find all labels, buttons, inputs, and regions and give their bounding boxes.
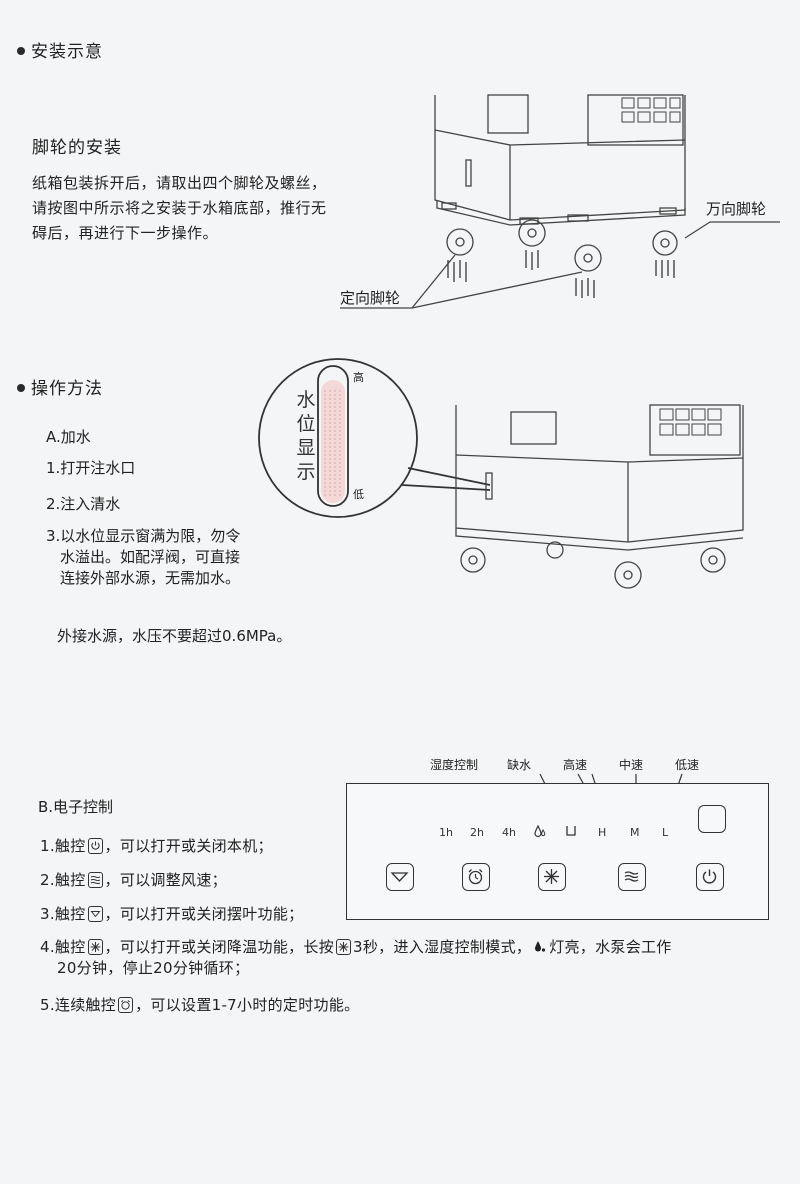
- snowflake-icon: [336, 939, 352, 955]
- control-line-1: 1.触控 ，可以打开或关闭本机；: [40, 835, 273, 856]
- indicator-1h: 1h: [439, 826, 453, 839]
- indicator-l: L: [662, 826, 669, 839]
- control-line-2: 2.触控 ，可以调整风速；: [40, 869, 227, 890]
- label-mid-speed: 中速: [619, 758, 644, 772]
- install-heading: 安装示意: [31, 42, 103, 62]
- control-line-text: 3秒，进入湿度控制模式，: [353, 938, 532, 956]
- control-line-5: 5.连续触控 ，可以设置1-7小时的定时功能。: [40, 994, 359, 1015]
- label-high-speed: 高速: [563, 758, 588, 772]
- control-line-text: 3.触控: [40, 905, 86, 923]
- step-3-line: 3.以水位显示窗满为限，勿令: [46, 527, 241, 545]
- bullet-icon: [17, 384, 25, 392]
- alarm-clock-icon: [468, 869, 483, 885]
- control-panel: [346, 783, 769, 920]
- gauge-title-char: 位: [296, 413, 316, 435]
- cooling-button[interactable]: [538, 863, 566, 891]
- add-water-title: A.加水: [46, 428, 91, 446]
- bullet-icon: [17, 47, 25, 55]
- install-paragraph-line: 碍后，再进行下一步操作。: [32, 224, 219, 242]
- swing-icon: [87, 906, 103, 922]
- control-line-text: 1.触控: [40, 837, 86, 855]
- indicator-4h: 4h: [502, 826, 516, 839]
- operation-heading: 操作方法: [31, 379, 103, 399]
- electronic-control-title: B.电子控制: [38, 798, 114, 816]
- control-line-text: ，可以打开或关闭摆叶功能；: [104, 905, 304, 923]
- gauge-low-label: 低: [353, 488, 364, 501]
- control-line-text: 灯亮，水泵会工作: [549, 938, 672, 956]
- humidity-drop-icon: [535, 941, 546, 952]
- wind-speed-button[interactable]: [618, 863, 646, 891]
- water-pressure-note: 外接水源，水压不要超过0.6MPa。: [57, 627, 292, 645]
- control-line-text: ，可以打开或关闭降温功能，长按: [104, 938, 335, 956]
- swing-button[interactable]: [386, 863, 414, 891]
- alarm-clock-icon: [118, 997, 134, 1013]
- power-icon: [702, 869, 717, 884]
- indicator-2h: 2h: [470, 826, 484, 839]
- snowflake-icon: [544, 869, 559, 884]
- humidity-drop-icon: [534, 824, 546, 838]
- label-humidity-control: 湿度控制: [430, 758, 479, 772]
- control-line-text: ，可以打开或关闭本机；: [104, 837, 273, 855]
- power-icon: [87, 838, 103, 854]
- install-heading-row: 安装示意: [17, 37, 103, 62]
- water-level-gauge-illustration: [258, 358, 744, 589]
- receiver-window: [698, 805, 726, 833]
- step-2: 2.注入清水: [46, 495, 121, 513]
- control-line-text: ，可以设置1-7小时的定时功能。: [135, 996, 360, 1014]
- universal-caster-label: 万向脚轮: [706, 200, 767, 218]
- gauge-title-char: 水: [296, 389, 316, 411]
- control-line-3: 3.触控 ，可以打开或关闭摆叶功能；: [40, 903, 303, 924]
- step-3-line: 连接外部水源，无需加水。: [60, 569, 241, 587]
- lack-water-icon: [566, 826, 576, 836]
- wind-waves-icon: [624, 871, 639, 882]
- control-line-text: ，可以调整风速；: [104, 871, 227, 889]
- control-line-text: 5.连续触控: [40, 996, 117, 1014]
- operation-heading-row: 操作方法: [17, 374, 103, 399]
- indicator-h: H: [598, 826, 607, 839]
- indicator-m: M: [630, 826, 640, 839]
- swing-icon: [390, 872, 409, 882]
- fixed-caster-label: 定向脚轮: [340, 289, 401, 307]
- gauge-high-label: 高: [353, 371, 364, 384]
- snowflake-icon: [87, 939, 103, 955]
- install-paragraph: 纸箱包装拆开后，请取出四个脚轮及螺丝， 请按图中所示将之安装于水箱底部，推行无 …: [32, 171, 412, 246]
- timer-button[interactable]: [462, 863, 490, 891]
- gauge-title-char: 显: [296, 437, 316, 459]
- gauge-title-char: 示: [296, 461, 316, 483]
- install-sub-heading: 脚轮的安装: [32, 138, 122, 158]
- step-3: 3.以水位显示窗满为限，勿令 水溢出。如配浮阀，可直接 连接外部水源，无需加水。: [46, 526, 240, 589]
- install-paragraph-line: 请按图中所示将之安装于水箱底部，推行无: [32, 199, 327, 217]
- label-low-speed: 低速: [675, 758, 700, 772]
- label-lack-water: 缺水: [507, 758, 532, 772]
- step-3-line: 水溢出。如配浮阀，可直接: [60, 548, 241, 566]
- control-line-text: 2.触控: [40, 871, 86, 889]
- step-1: 1.打开注水口: [46, 459, 136, 477]
- caster-install-illustration: [340, 94, 780, 309]
- power-button[interactable]: [696, 863, 724, 891]
- gauge-title: 水 位 显 示: [295, 388, 317, 484]
- control-line-text: 4.触控: [40, 938, 86, 956]
- control-line-text: 20分钟，停止20分钟循环；: [57, 959, 250, 977]
- install-paragraph-line: 纸箱包装拆开后，请取出四个脚轮及螺丝，: [32, 174, 327, 192]
- wind-waves-icon: [87, 872, 103, 888]
